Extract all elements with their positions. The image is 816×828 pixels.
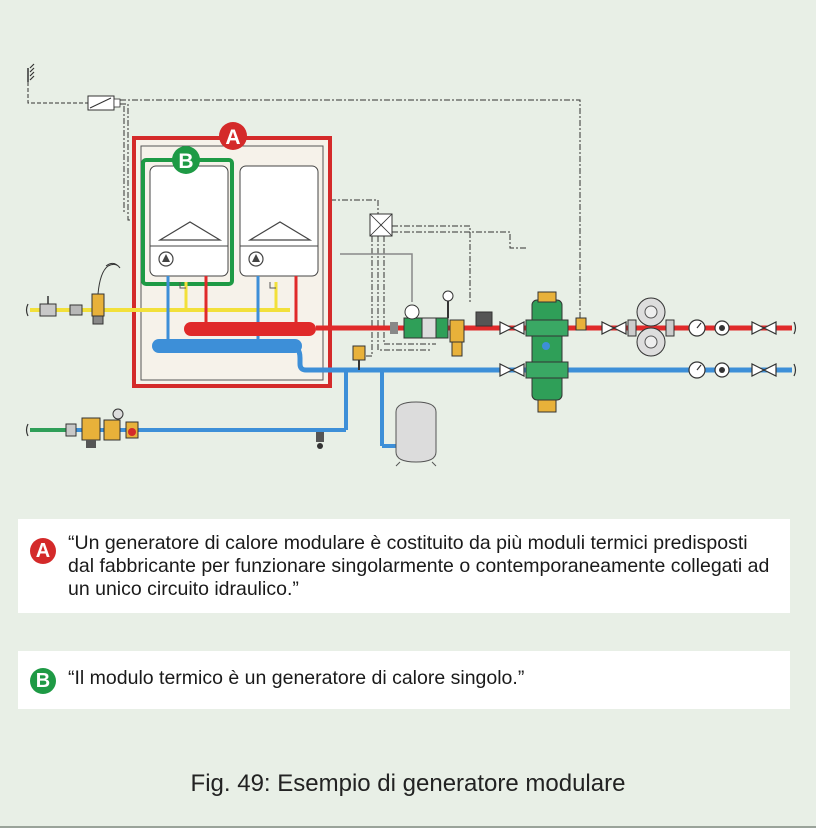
outdoor-sensor (27, 63, 88, 104)
note-b-text: “Il modulo termico è un generatore di ca… (68, 667, 525, 689)
drain-valve (316, 432, 324, 449)
flow-gauges (688, 319, 730, 337)
flow-valves (499, 321, 777, 335)
return-gauges (688, 361, 730, 379)
air-vent (352, 345, 366, 370)
return-header (152, 282, 792, 373)
gas-pressure-regulator (91, 262, 121, 325)
note-thermal-module: B “Il modulo termico è un generatore di … (18, 651, 790, 709)
figure-caption: Fig. 49: Esempio di generatore modulare (190, 770, 626, 797)
circulating-pump (627, 297, 675, 357)
hydraulic-separator (525, 291, 569, 413)
control-wiring (120, 99, 581, 357)
filling-group (65, 408, 139, 448)
modular-generator-diagram: A B (25, 63, 797, 467)
badge-a-note: A (30, 538, 56, 564)
boiler-module-1 (149, 165, 229, 277)
gas-fitting (69, 304, 83, 316)
control-unit (87, 95, 121, 111)
pipe-end-marks (793, 321, 797, 377)
note-a-text: “Un generatore di calore modulare è cost… (68, 532, 770, 600)
badge-a: A (219, 122, 247, 150)
badge-a-label: A (225, 126, 240, 149)
badge-b: B (172, 146, 200, 174)
boiler-module-2 (239, 165, 319, 277)
badge-b-label: B (178, 150, 193, 173)
gas-cock (39, 296, 57, 317)
safety-devices (390, 290, 493, 357)
bottom-rule (0, 826, 816, 828)
note-modular-generator: A “Un generatore di calore modulare è co… (18, 519, 790, 613)
badge-b-note: B (30, 668, 56, 694)
return-valves (499, 363, 777, 377)
sensor-cable (340, 253, 413, 302)
temperature-probe (575, 317, 587, 331)
expansion-tank (380, 370, 437, 467)
junction-box (369, 213, 393, 237)
